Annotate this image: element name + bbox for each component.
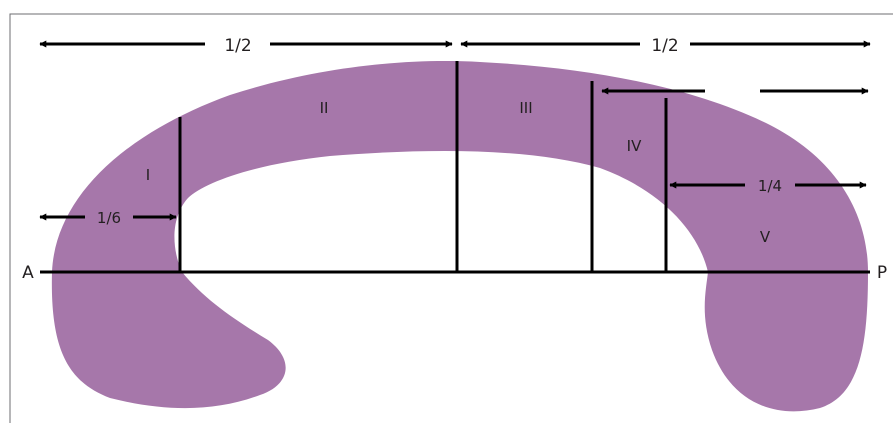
segment-ii-label: II xyxy=(320,99,329,117)
posterior-label: P xyxy=(877,263,887,283)
segment-iii-label: III xyxy=(519,99,532,117)
segment-i-label: I xyxy=(146,166,150,184)
sixth-label: 1/6 xyxy=(97,209,121,227)
left-half-label: 1/2 xyxy=(224,36,251,56)
quarter-label: 1/4 xyxy=(758,177,782,195)
segment-v-label: V xyxy=(760,228,771,246)
callosum-shape xyxy=(51,61,868,412)
frame-border xyxy=(9,13,893,423)
anterior-label: A xyxy=(22,263,34,283)
segment-iv-label: IV xyxy=(627,137,642,155)
right-half-label: 1/2 xyxy=(651,36,678,56)
